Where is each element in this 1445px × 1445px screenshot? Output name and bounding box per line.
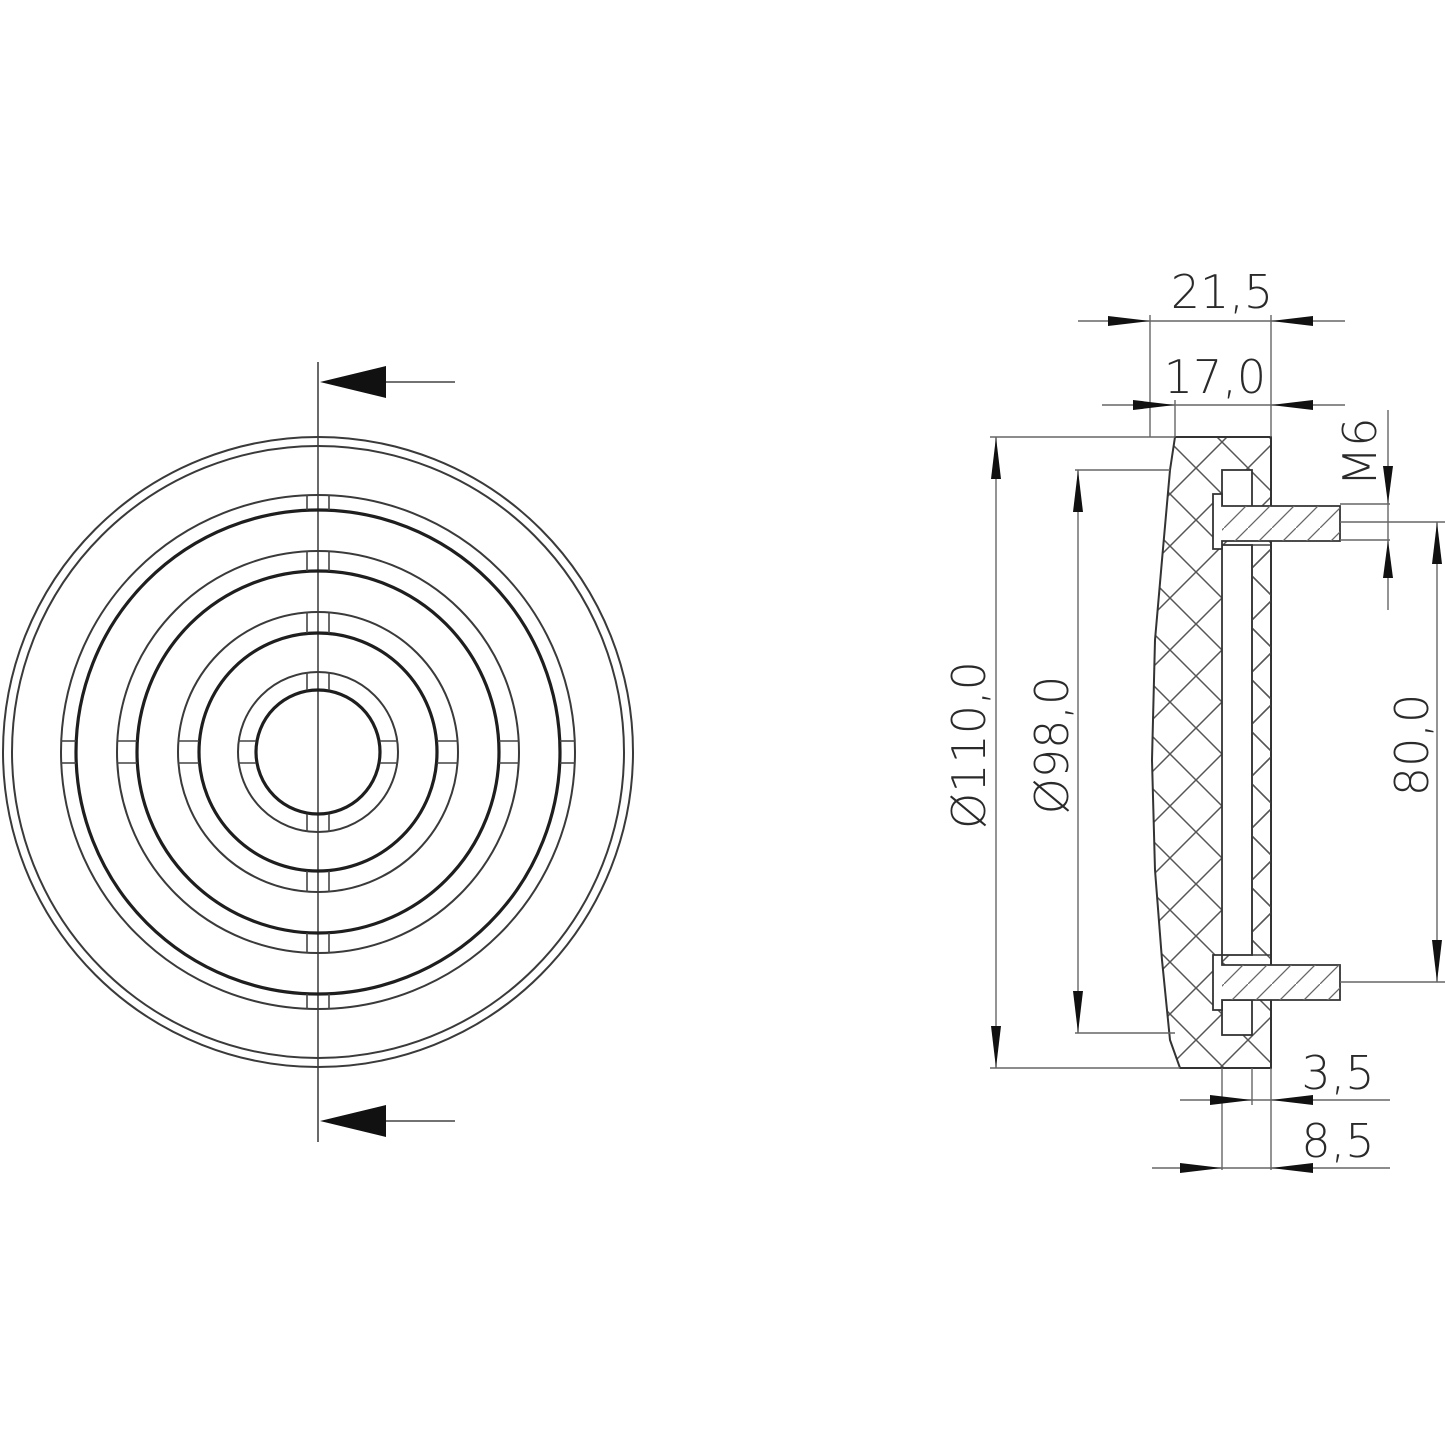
section-arrow-bottom — [320, 1105, 455, 1137]
dim-total-thickness: 21,5 — [1078, 265, 1345, 326]
dim-label-8-5: 8,5 — [1301, 1114, 1374, 1168]
dim-inner-diameter: Ø98,0 — [1025, 470, 1083, 1033]
dim-outer-diameter: Ø110,0 — [942, 437, 1001, 1068]
dim-plate-thickness: 3,5 — [1180, 1046, 1390, 1105]
dim-insert-depth: 8,5 — [1152, 1114, 1390, 1173]
dim-label-21-5: 21,5 — [1171, 265, 1273, 319]
dim-label-3-5: 3,5 — [1301, 1046, 1374, 1100]
section-view: 21,5 17,0 Ø110,0 Ø98,0 80,0 — [942, 265, 1445, 1173]
stud-top — [1212, 493, 1445, 550]
dim-label-98: Ø98,0 — [1025, 676, 1079, 815]
dim-stud-spacing: 80,0 — [1385, 522, 1442, 982]
radial-ribs — [61, 495, 575, 1009]
body-outline — [1150, 436, 1272, 1069]
stud-bottom — [1212, 954, 1445, 1011]
metal-plate — [1221, 544, 1253, 956]
dim-label-m6: M6 — [1333, 418, 1387, 487]
front-view — [2, 362, 634, 1142]
dim-body-thickness: 17,0 — [1102, 350, 1345, 410]
dim-thread: M6 — [1333, 410, 1393, 610]
dim-label-80: 80,0 — [1385, 694, 1439, 796]
concentric-rings — [2, 436, 634, 1068]
dim-label-17-0: 17,0 — [1164, 350, 1266, 404]
dim-label-110: Ø110,0 — [942, 661, 996, 829]
section-arrow-top — [320, 366, 455, 398]
